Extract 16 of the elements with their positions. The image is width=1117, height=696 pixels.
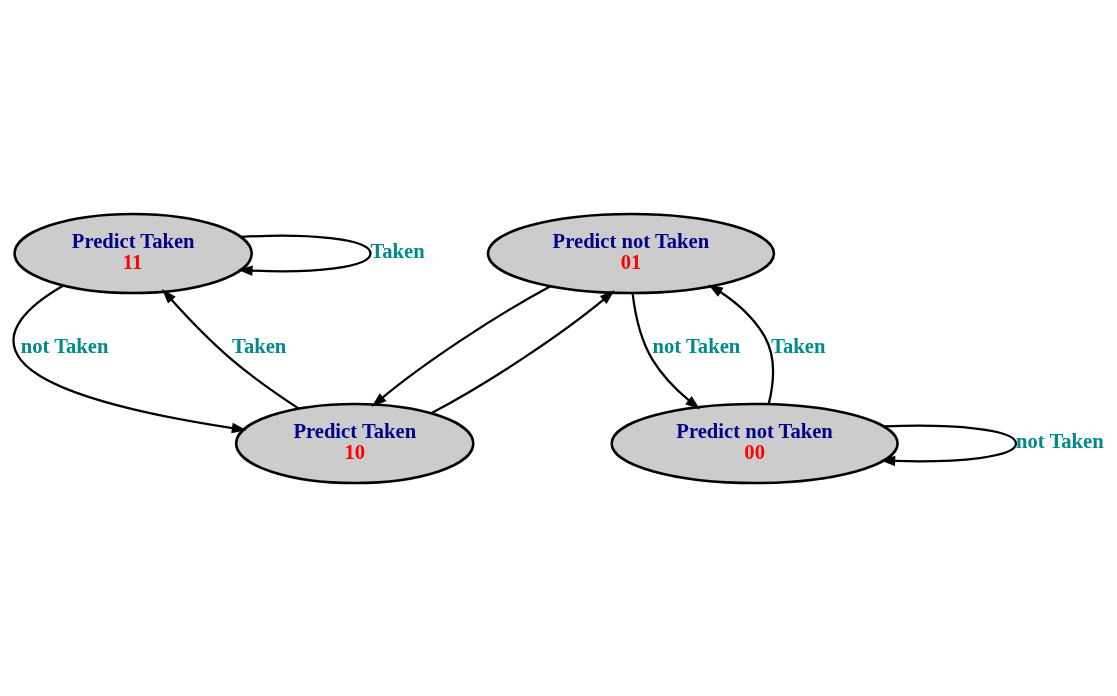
edge-label: Taken xyxy=(232,334,287,357)
arrow xyxy=(880,424,1018,466)
arrow xyxy=(161,288,300,410)
edge-label: not Taken xyxy=(20,334,109,357)
arrow xyxy=(237,234,372,276)
arrow xyxy=(708,283,775,404)
arrow xyxy=(430,289,615,414)
arrow xyxy=(371,284,551,407)
arrow xyxy=(631,292,701,409)
edge-label: not Taken xyxy=(652,334,741,357)
edge-label: not Taken xyxy=(1016,429,1104,452)
edge-label: Taken xyxy=(771,334,826,357)
arrow xyxy=(12,284,247,433)
edge-label: Taken xyxy=(370,239,425,262)
node-ellipse: Predict Taken 10 xyxy=(234,402,475,484)
node-ellipse: Predict not Taken 01 xyxy=(486,212,776,294)
